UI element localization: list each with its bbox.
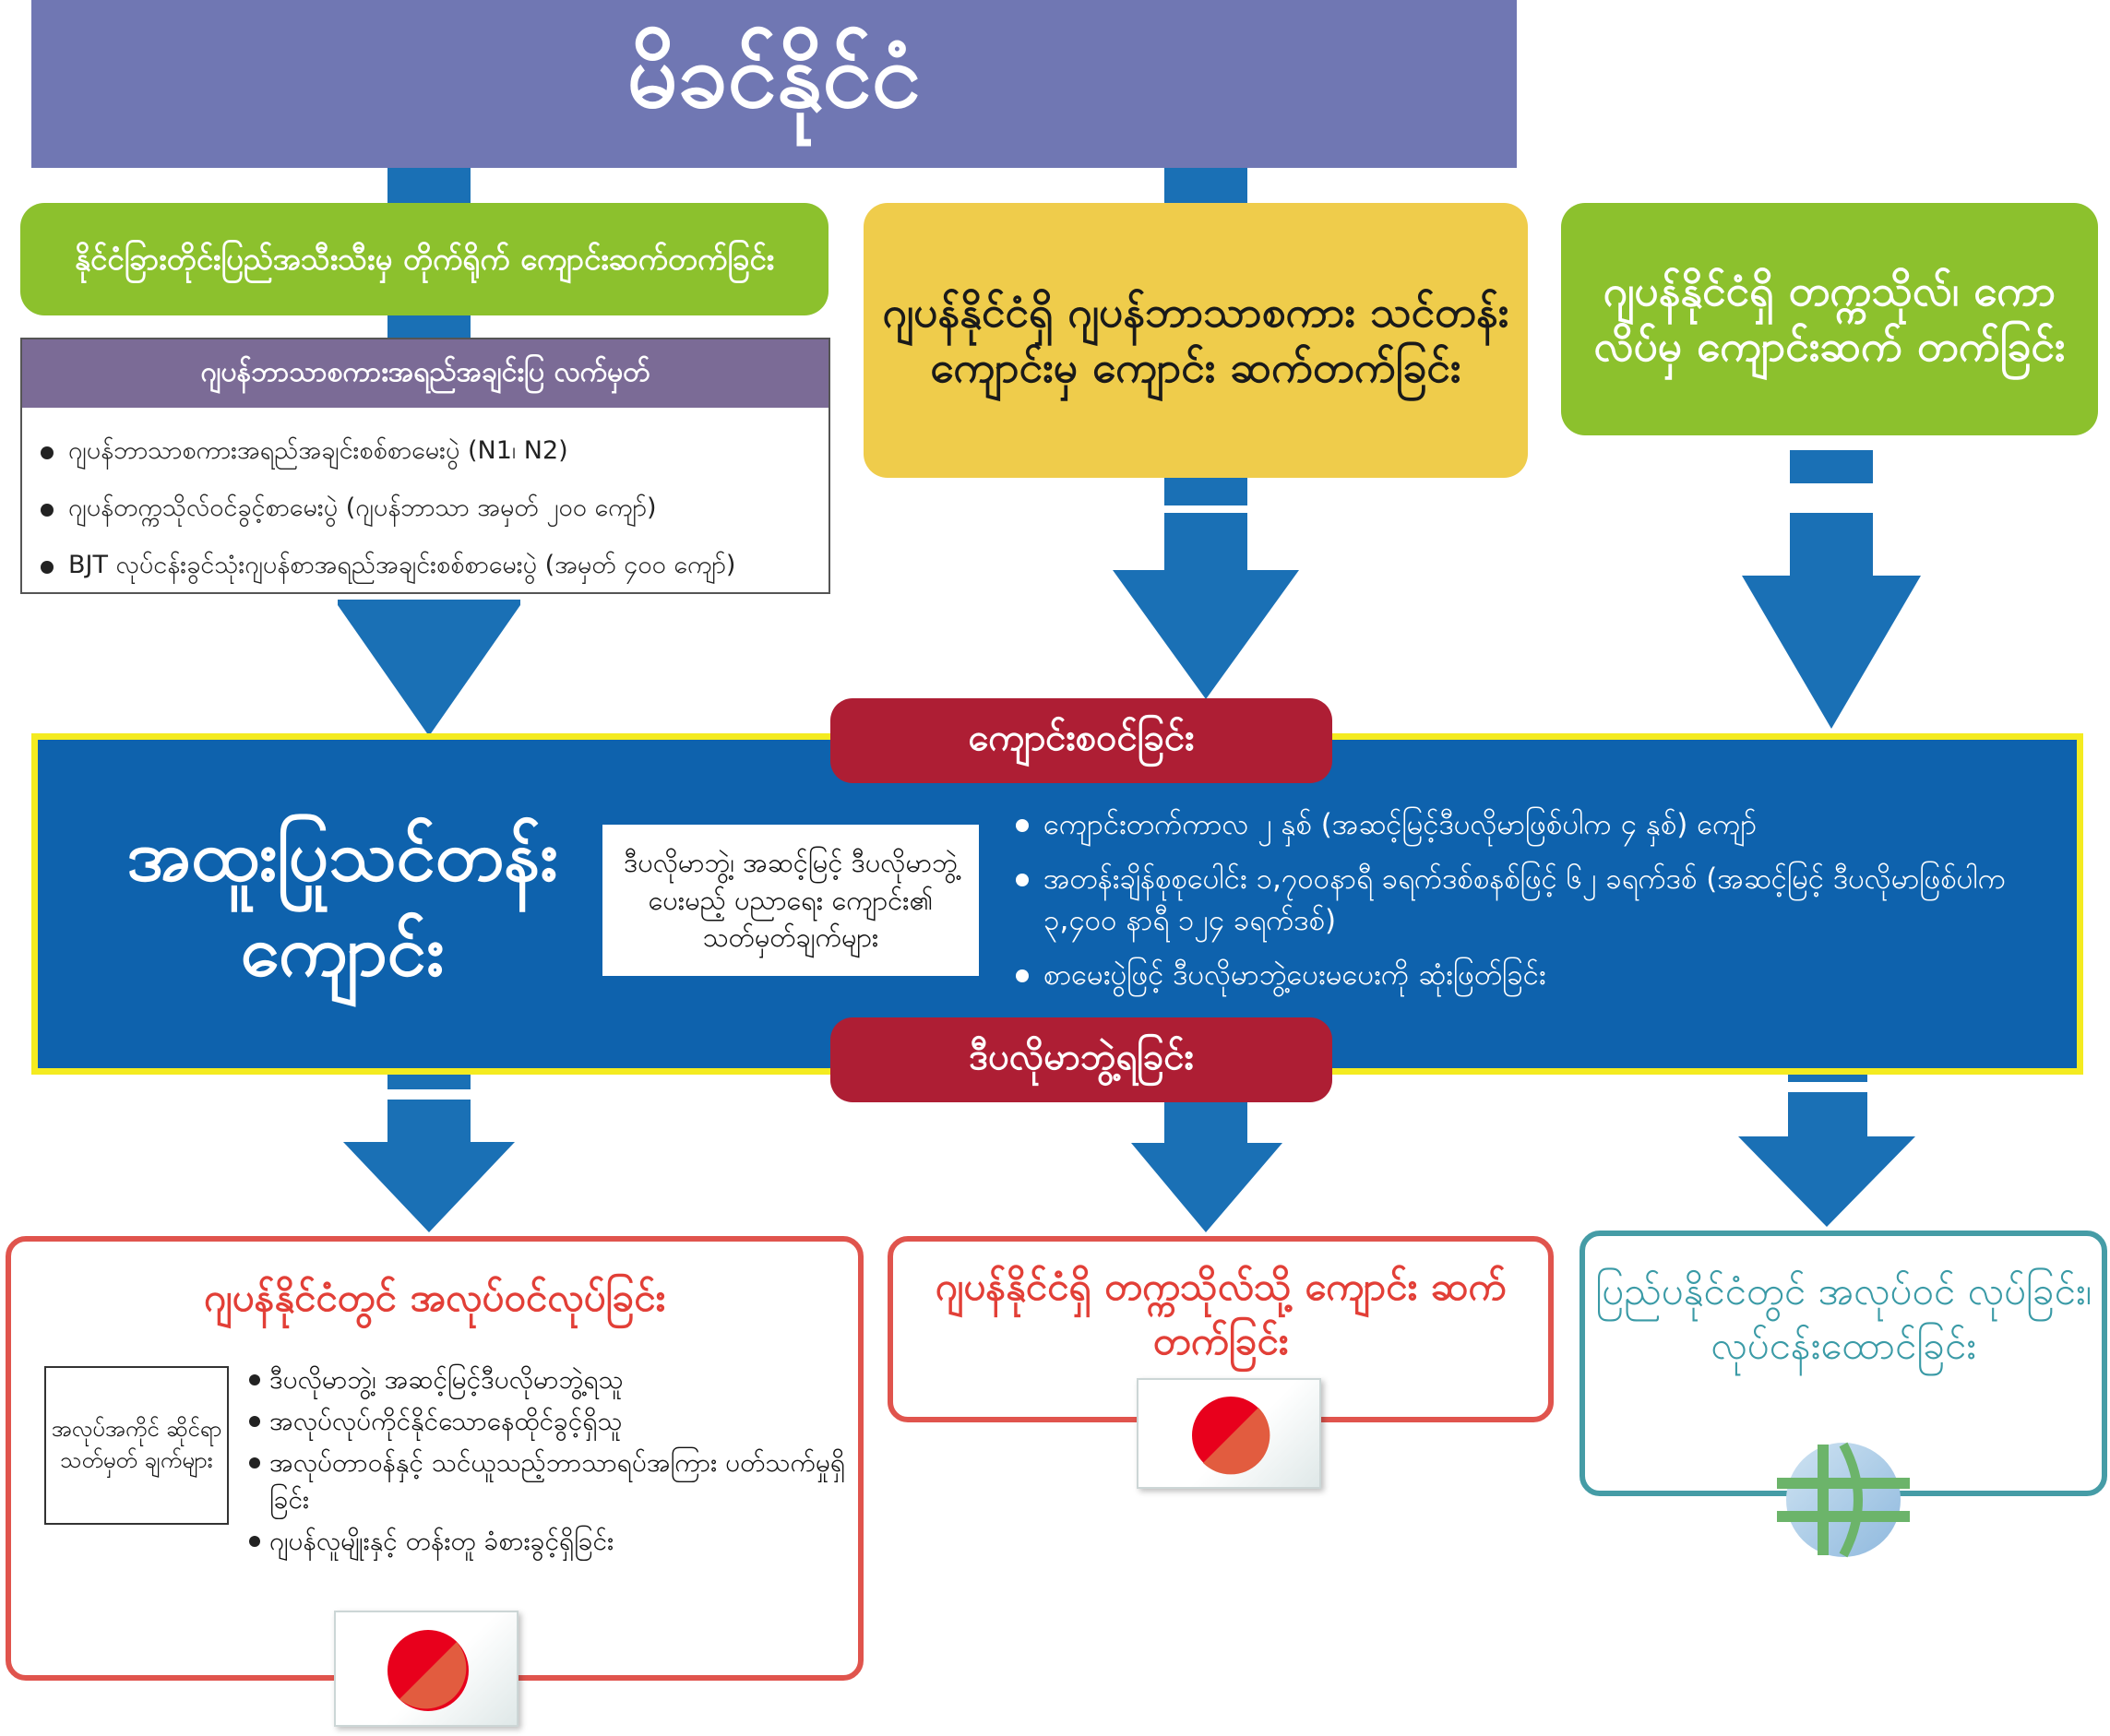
bullet-icon	[1016, 969, 1029, 982]
connector-left-to-requirements	[387, 315, 471, 338]
arrow-middle-down	[1113, 570, 1299, 699]
specialized-school-details: ကျောင်းတက်ကာလ ၂ နှစ် (အဆင့်မြင့်ဒီပလိုမာ…	[1016, 804, 2077, 1009]
list-item: ဒီပလိုမာဘွဲ့၊ အဆင့်မြင့်ဒီပလိုမာဘွဲ့ရသူ	[249, 1361, 858, 1397]
criteria-text: ဂျပန်လူမျိုးနှင့် တန်းတူ ခံစားခွင့်ရှိခြ…	[269, 1525, 614, 1556]
list-item: ဂျပန်တက္ကသိုလ်ဝင်ခွင့်စာမေးပွဲ (ဂျပန်ဘာသ…	[41, 482, 816, 539]
specialized-school-title: အထူးပြုသင်တန်း ကျောင်း	[126, 814, 558, 992]
arrow-right-down	[1742, 576, 1921, 729]
detail-text: ကျောင်းတက်ကာလ ၂ နှစ် (အဆင့်မြင့်ဒီပလိုမာ…	[1043, 808, 1758, 841]
enrollment-label-text: ကျောင်းစဝင်ခြင်း	[968, 716, 1195, 759]
connector-banner-left	[387, 168, 471, 203]
home-country-title: မိခင်နိုင်ငံ	[626, 24, 922, 127]
source-language-school-label: ဂျပန်နိုင်ငံရှိ ဂျပန်ဘာသာစကား သင်တန်းကျေ…	[882, 287, 1509, 392]
bullet-icon	[41, 504, 54, 517]
outcome-work-in-japan-title: ဂျပန်နိုင်ငံတွင် အလုပ်ဝင်လုပ်ခြင်း	[203, 1274, 666, 1320]
criteria-text: ဒီပလိုမာဘွဲ့၊ အဆင့်မြင့်ဒီပလိုမာဘွဲ့ရသူ	[269, 1364, 624, 1395]
connector-banner-middle	[1164, 168, 1247, 203]
diploma-label: ဒီပလိုမာဘွဲ့ရခြင်း	[830, 1017, 1332, 1102]
source-japan-university-label: ဂျပန်နိုင်ငံရှိ တက္ကသိုလ်၊ ကောလိပ်မှ ကျေ…	[1593, 266, 2066, 371]
criteria-text: အလုပ်လုပ်ကိုင်နိုင်သောနေထိုင်ခွင့်ရှိသူ	[269, 1406, 623, 1437]
requirement-text: ဂျပန်တက္ကသိုလ်ဝင်ခွင့်စာမေးပွဲ (ဂျပန်ဘာသ…	[68, 493, 657, 522]
arrow-right-stem-top	[1790, 450, 1873, 483]
list-item: အလုပ်လုပ်ကိုင်နိုင်သောနေထိုင်ခွင့်ရှိသူ	[249, 1403, 858, 1439]
arrow-bm-stem	[1164, 1102, 1247, 1143]
requirement-text: BJT လုပ်ငန်းခွင်သုံးဂျပန်စာအရည်အချင်းစစ်…	[68, 551, 736, 579]
employment-criteria-note: အလုပ်အကိုင် ဆိုင်ရာသတ်မှတ် ချက်များ	[44, 1366, 229, 1525]
list-item: ကျောင်းတက်ကာလ ၂ နှစ် (အဆင့်မြင့်ဒီပလိုမာ…	[1016, 804, 2077, 846]
detail-text: စာမေးပွဲဖြင့် ဒီပလိုမာဘွဲ့ပေးမပေးကို ဆုံ…	[1043, 957, 1546, 992]
source-overseas-direct: နိုင်ငံခြားတိုင်းပြည်အသီးသီးမှ တိုက်ရိုက…	[20, 203, 829, 315]
japan-flag-icon	[1137, 1378, 1321, 1489]
bullet-icon	[249, 1416, 260, 1428]
detail-text: အတန်းချိန်စုစုပေါင်း ၁,၇၀၀နာရီ ခရက်ဒစ်စန…	[1043, 862, 2007, 937]
globe-icon	[1771, 1439, 1915, 1561]
enrollment-label: ကျောင်းစဝင်ခြင်း	[830, 698, 1332, 783]
bullet-icon	[1016, 873, 1029, 886]
arrow-bl-stem	[387, 1100, 471, 1142]
arrow-bl-stem-top	[387, 1075, 471, 1089]
employment-criteria-list: ဒီပလိုမာဘွဲ့၊ အဆင့်မြင့်ဒီပလိုမာဘွဲ့ရသူ …	[249, 1361, 858, 1564]
list-item: ဂျပန်လူမျိုးနှင့် တန်းတူ ခံစားခွင့်ရှိခြ…	[249, 1523, 858, 1559]
source-overseas-direct-label: နိုင်ငံခြားတိုင်းပြည်အသီးသီးမှ တိုက်ရိုက…	[74, 240, 775, 277]
bullet-icon	[1016, 819, 1029, 832]
arrow-bottom-middle-down	[1131, 1143, 1282, 1232]
language-requirements-box: ဂျပန်ဘာသာစကားအရည်အချင်းပြ လက်မှတ် ဂျပန်ဘ…	[20, 338, 830, 594]
arrow-right-stem	[1790, 513, 1873, 576]
arrow-left-down	[338, 605, 520, 736]
bullet-icon	[41, 561, 54, 574]
outcome-work-abroad-title: ပြည်ပနိုင်ငံတွင် အလုပ်ဝင် လုပ်ခြင်း၊ လုပ…	[1594, 1268, 2092, 1368]
arrow-left-stub	[338, 600, 520, 605]
arrow-bottom-right-down	[1738, 1136, 1915, 1227]
outcome-japan-university-title: ဂျပန်နိုင်ငံရှိ တက္ကသိုလ်သို့ ကျောင်း ဆက…	[935, 1264, 1507, 1363]
list-item: အလုပ်တာဝန်နှင့် သင်ယူသည့်ဘာသာရပ်အကြား ပတ…	[249, 1445, 858, 1516]
home-country-banner: မိခင်နိုင်ငံ	[31, 0, 1517, 168]
outcome-work-in-japan: ဂျပန်နိုင်ငံတွင် အလုပ်ဝင်လုပ်ခြင်း အလုပ်…	[6, 1236, 864, 1681]
arrow-middle-stem-top	[1164, 478, 1247, 505]
arrow-bottom-left-down	[343, 1142, 515, 1232]
arrow-br-stem-top	[1788, 1075, 1867, 1082]
japan-flag-icon	[334, 1611, 519, 1727]
criteria-text: အလုပ်တာဝန်နှင့် သင်ယူသည့်ဘာသာရပ်အကြား ပတ…	[269, 1447, 845, 1515]
bullet-icon	[249, 1374, 260, 1385]
source-japan-university: ဂျပန်နိုင်ငံရှိ တက္ကသိုလ်၊ ကောလိပ်မှ ကျေ…	[1561, 203, 2098, 435]
list-item: BJT လုပ်ငန်းခွင်သုံးဂျပန်စာအရည်အချင်းစစ်…	[41, 539, 816, 596]
bullet-icon	[249, 1535, 260, 1547]
arrow-br-stem	[1788, 1092, 1867, 1136]
language-requirements-title: ဂျပန်ဘာသာစကားအရည်အချင်းပြ လက်မှတ်	[22, 339, 829, 408]
list-item: စာမေးပွဲဖြင့် ဒီပလိုမာဘွဲ့ပေးမပေးကို ဆုံ…	[1016, 955, 2077, 996]
arrow-middle-stem	[1164, 513, 1247, 570]
diploma-school-criteria-note: ဒီပလိုမာဘွဲ့၊ အဆင့်မြင့် ဒီပလိုမာဘွဲ့ပေး…	[602, 825, 979, 976]
list-item: အတန်းချိန်စုစုပေါင်း ၁,၇၀၀နာရီ ခရက်ဒစ်စန…	[1016, 859, 2077, 942]
requirement-text: ဂျပန်ဘာသာစကားအရည်အချင်းစစ်စာမေးပွဲ (N1၊ …	[68, 436, 568, 465]
bullet-icon	[41, 446, 54, 459]
bullet-icon	[249, 1457, 260, 1469]
source-japanese-language-school: ဂျပန်နိုင်ငံရှိ ဂျပန်ဘာသာစကား သင်တန်းကျေ…	[864, 203, 1528, 478]
language-requirements-list: ဂျပန်ဘာသာစကားအရည်အချင်းစစ်စာမေးပွဲ (N1၊ …	[41, 424, 816, 596]
specialized-school-box: အထူးပြုသင်တန်း ကျောင်း ဒီပလိုမာဘွဲ့၊ အဆင…	[31, 733, 2083, 1075]
outcome-work-abroad: ပြည်ပနိုင်ငံတွင် အလုပ်ဝင် လုပ်ခြင်း၊ လုပ…	[1580, 1231, 2107, 1496]
list-item: ဂျပန်ဘာသာစကားအရည်အချင်းစစ်စာမေးပွဲ (N1၊ …	[41, 424, 816, 482]
diploma-label-text: ဒီပလိုမာဘွဲ့ရခြင်း	[969, 1035, 1194, 1078]
